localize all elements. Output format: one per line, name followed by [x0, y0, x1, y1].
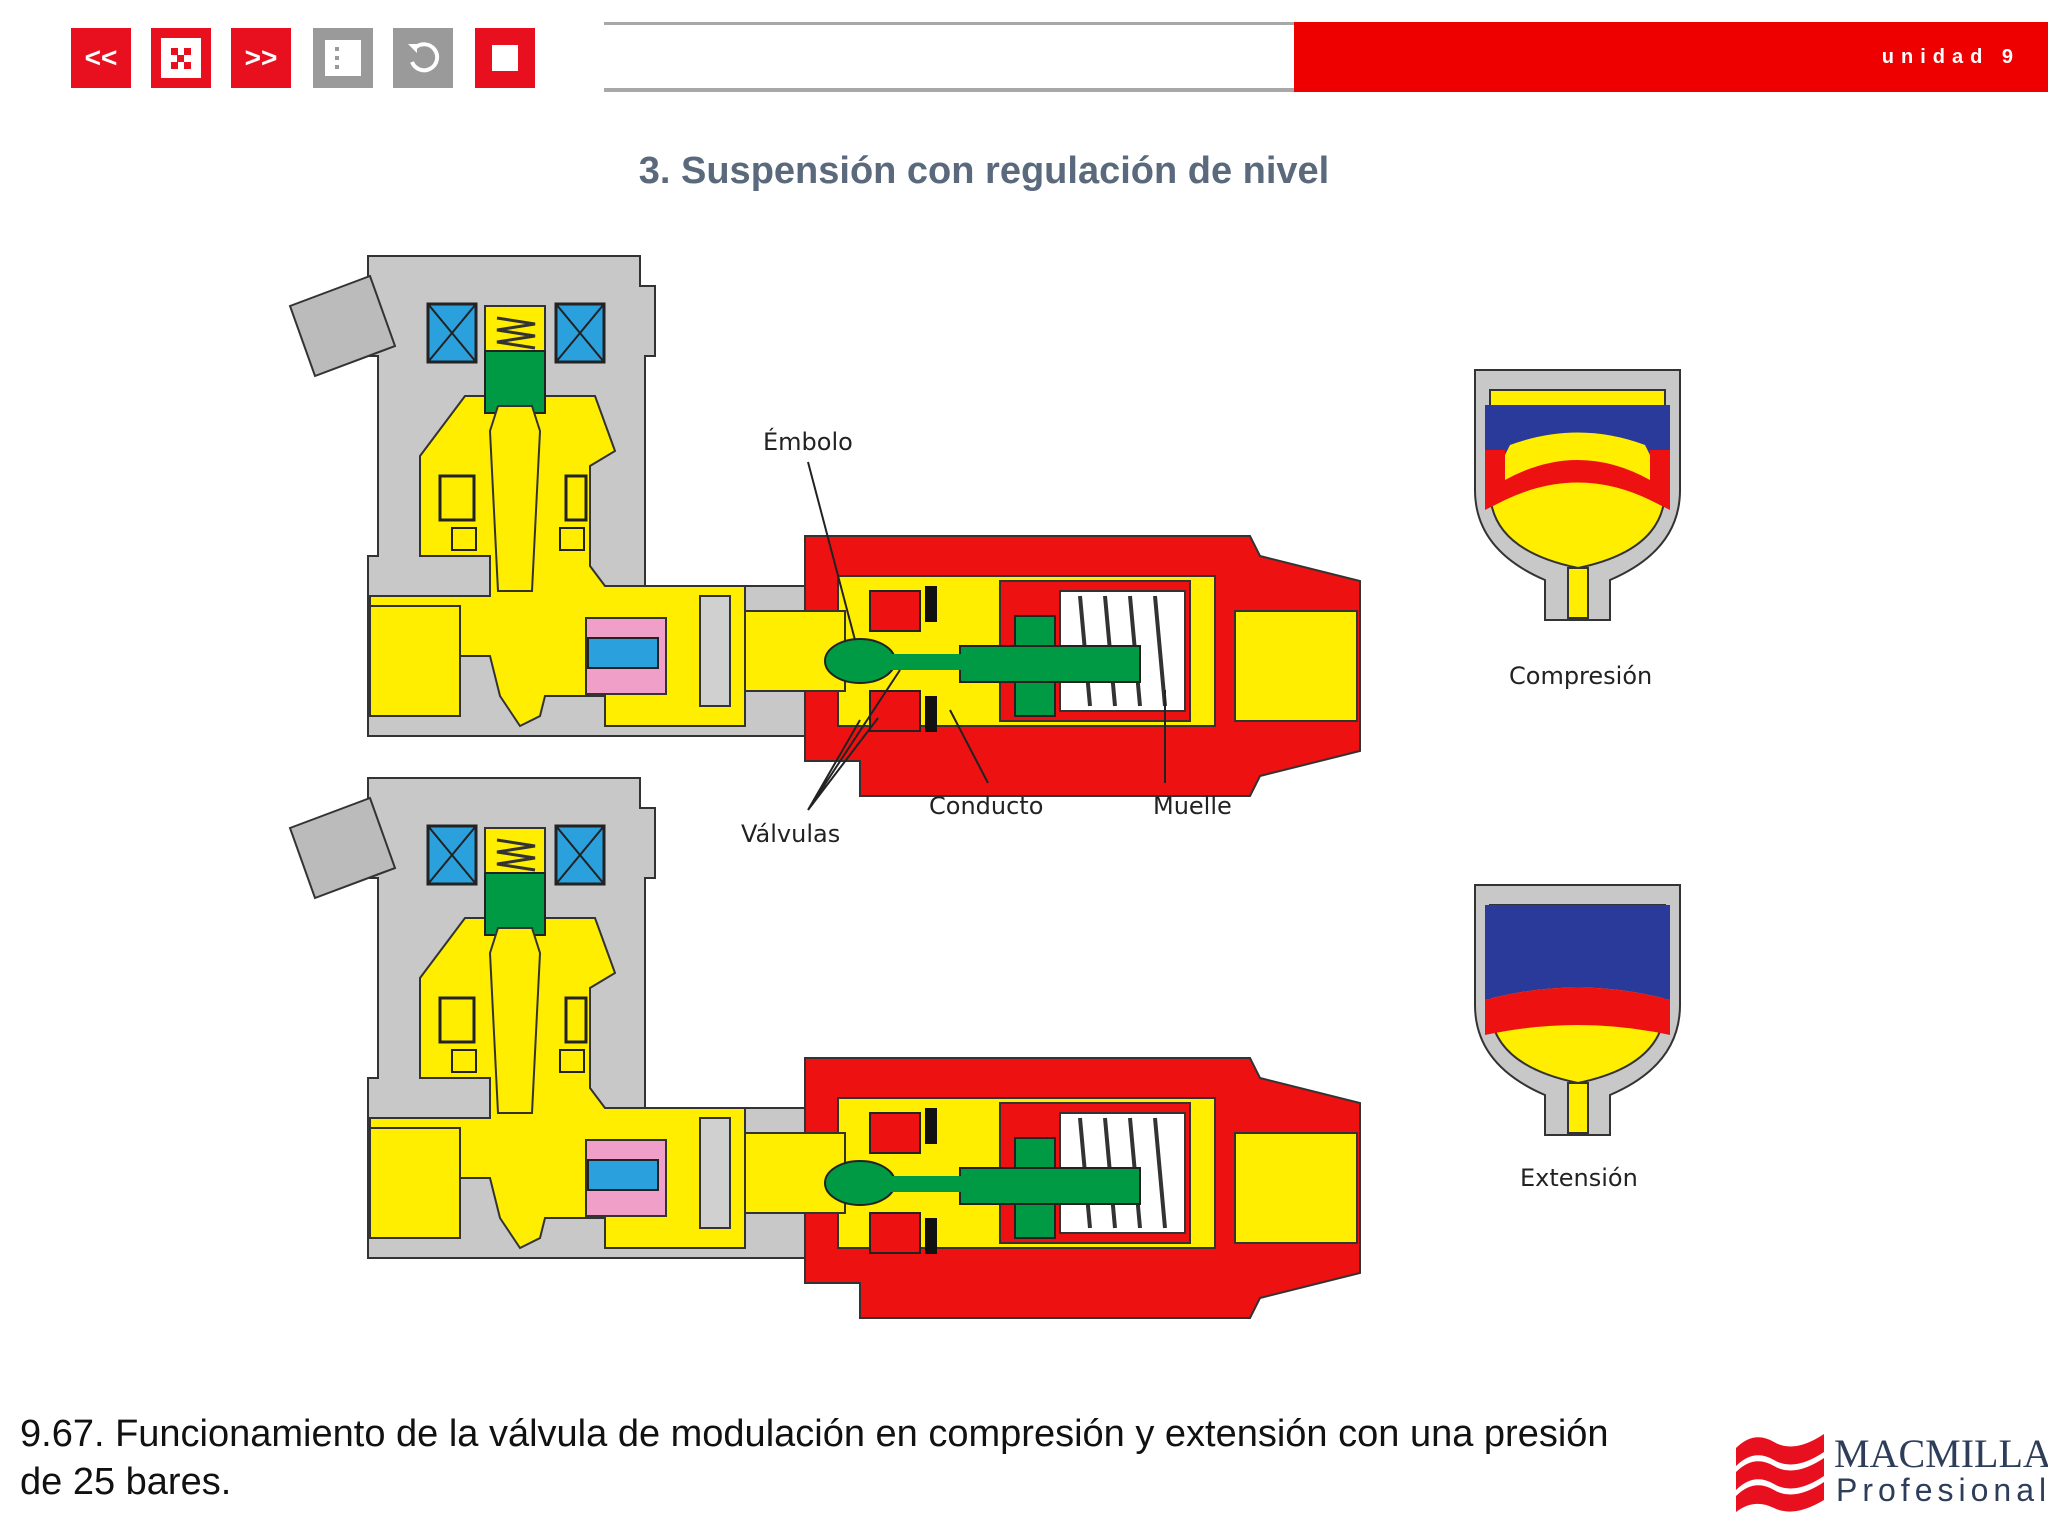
- undo-icon: [408, 42, 440, 73]
- label-embolo: Émbolo: [763, 428, 853, 456]
- dice-icon: [161, 38, 201, 78]
- accumulator-extension: [1474, 884, 1681, 1136]
- index-button[interactable]: [151, 28, 211, 88]
- label-extension: Extensión: [1520, 1164, 1638, 1192]
- document-icon: [325, 40, 361, 76]
- brand-sub: Profesional: [1836, 1472, 2048, 1508]
- stop-button[interactable]: [475, 28, 535, 88]
- previous-label: <<: [84, 42, 118, 73]
- header-rule: [604, 22, 1294, 92]
- accumulator-compression: [1474, 369, 1681, 621]
- valve-extension: [288, 776, 1362, 1320]
- figure-caption: 9.67. Funcionamiento de la válvula de mo…: [20, 1413, 1609, 1503]
- contents-button[interactable]: [313, 28, 373, 88]
- back-button[interactable]: [393, 28, 453, 88]
- slide-title: 3. Suspensión con regulación de nivel: [638, 150, 1330, 192]
- previous-button[interactable]: <<: [71, 28, 131, 88]
- stop-icon: [492, 45, 518, 71]
- next-label: >>: [244, 42, 278, 73]
- next-button[interactable]: >>: [231, 28, 291, 88]
- unit-banner: unidad 9: [1294, 22, 2048, 92]
- label-muelle: Muelle: [1153, 792, 1232, 820]
- brand-name: MACMILLAN: [1834, 1431, 2048, 1476]
- label-conducto: Conducto: [929, 792, 1044, 820]
- label-compresion: Compresión: [1509, 662, 1653, 690]
- macmillan-logo: MACMILLAN Profesional: [1734, 1428, 2048, 1512]
- label-valvulas: Válvulas: [741, 820, 841, 848]
- logo-mark-icon: [1736, 1434, 1824, 1512]
- unit-label: unidad 9: [1881, 46, 2020, 68]
